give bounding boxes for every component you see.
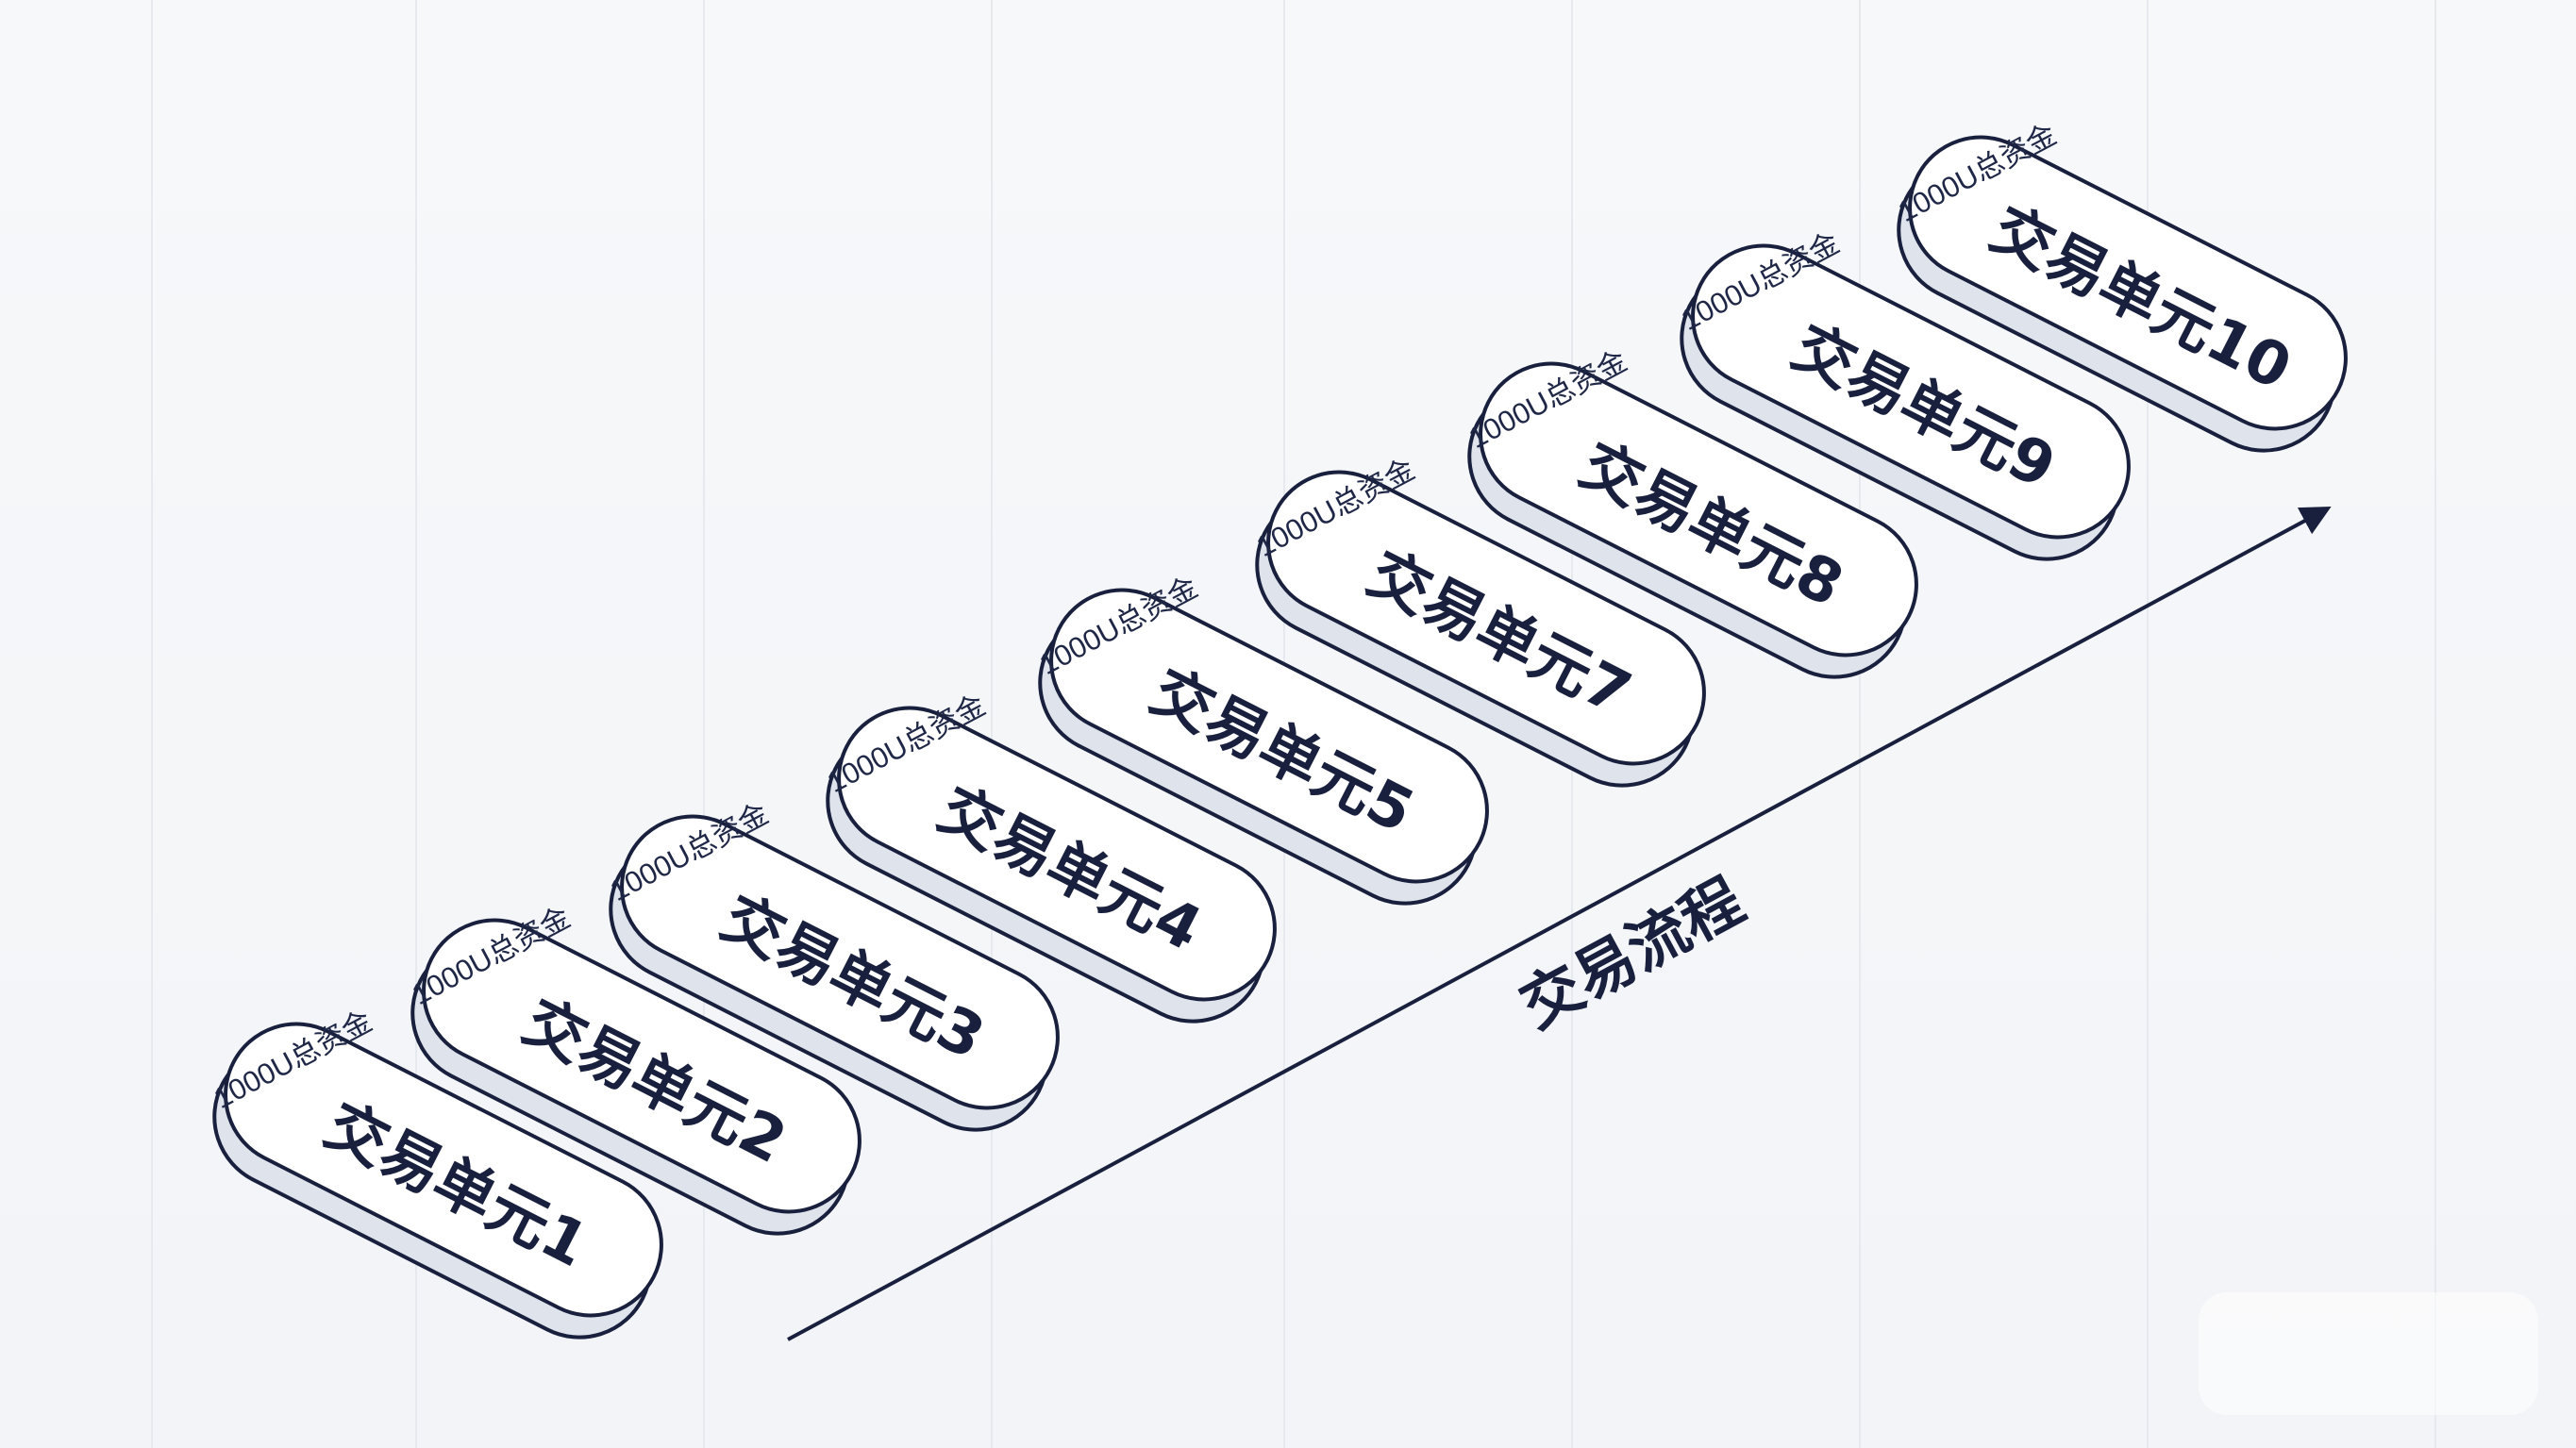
- card-top: [620, 814, 1060, 1110]
- card-top: [837, 706, 1277, 1002]
- grid-line: [1859, 0, 1861, 1448]
- card-top: [1908, 135, 2348, 431]
- card-top: [1049, 588, 1489, 884]
- card-top: [1479, 361, 1918, 657]
- faded-corner-block: [2199, 1292, 2538, 1415]
- grid-line: [415, 0, 417, 1448]
- card-top: [422, 918, 861, 1214]
- grid-line: [703, 0, 705, 1448]
- grid-line: [2147, 0, 2149, 1448]
- trading-unit-cards: 1000U总资金交易单元101000U总资金交易单元91000U总资金交易单元8…: [209, 118, 2348, 1340]
- flow-label: 交易流程: [1510, 866, 1755, 1042]
- grid-line: [151, 0, 153, 1448]
- grid-line: [991, 0, 993, 1448]
- flow-arrow: [787, 506, 2332, 1341]
- card-top: [1266, 470, 1706, 766]
- grid-line: [2434, 0, 2436, 1448]
- card-top: [1691, 243, 2131, 540]
- card-top: [224, 1022, 663, 1318]
